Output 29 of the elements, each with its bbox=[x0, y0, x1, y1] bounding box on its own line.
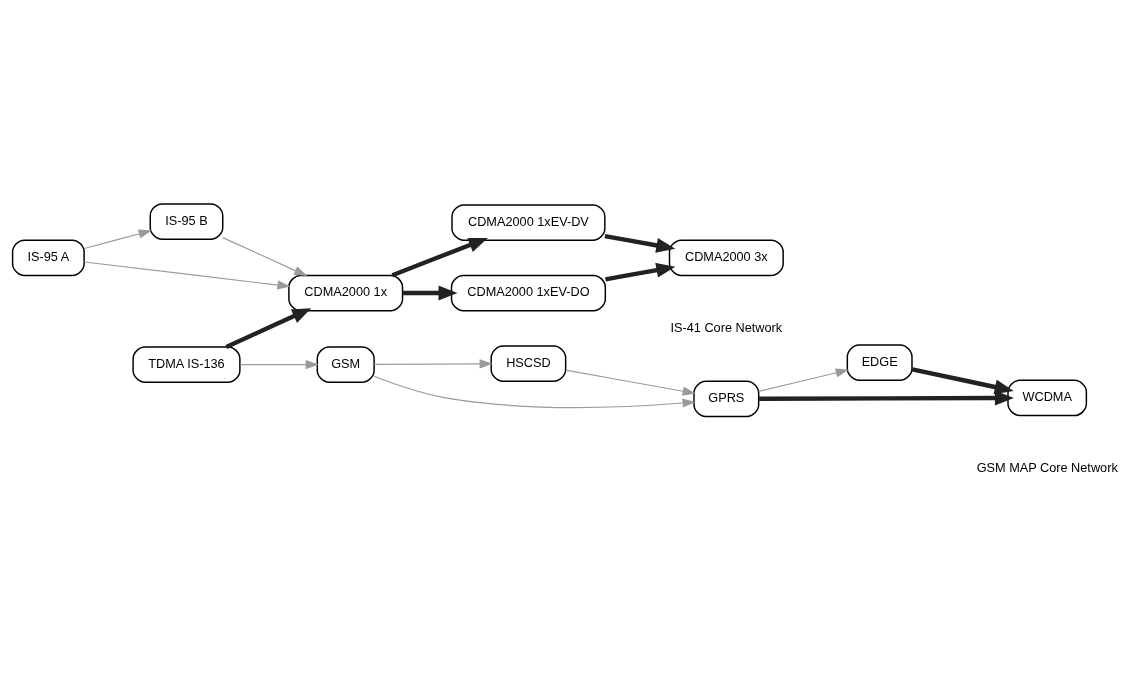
node-box: GSM bbox=[316, 345, 375, 383]
node-box: CDMA2000 1xEV-DV bbox=[451, 203, 606, 241]
node-box: WCDMA bbox=[1007, 379, 1088, 416]
node-box: CDMA2000 3x bbox=[668, 238, 784, 276]
node-box: GPRS bbox=[693, 380, 760, 417]
node-box: CDMA2000 1xEV-DO bbox=[450, 274, 607, 311]
node-box: TDMA IS-136 bbox=[132, 345, 241, 383]
arrow bbox=[911, 366, 1014, 394]
arrow bbox=[83, 228, 152, 249]
arrow bbox=[239, 359, 319, 369]
arrow bbox=[604, 233, 676, 253]
arrow bbox=[402, 285, 458, 301]
node-box: HSCSD bbox=[490, 344, 567, 382]
arrow bbox=[565, 369, 696, 396]
arrow bbox=[83, 260, 291, 290]
arrow bbox=[225, 307, 312, 349]
arrow bbox=[758, 367, 849, 392]
arrow bbox=[391, 237, 488, 277]
node-box: IS-95 B bbox=[149, 202, 224, 240]
node-box: EDGE bbox=[846, 343, 913, 381]
node-box: IS-95 A bbox=[11, 238, 85, 276]
label: IS-41 Core Network bbox=[670, 319, 783, 335]
node-box: CDMA2000 1x bbox=[288, 274, 404, 311]
arrow bbox=[373, 375, 696, 408]
arrow bbox=[758, 390, 1014, 406]
arrow bbox=[605, 262, 676, 282]
label: GSM MAP Core Network bbox=[976, 459, 1118, 475]
arrow bbox=[373, 358, 493, 368]
arrow bbox=[222, 236, 308, 276]
